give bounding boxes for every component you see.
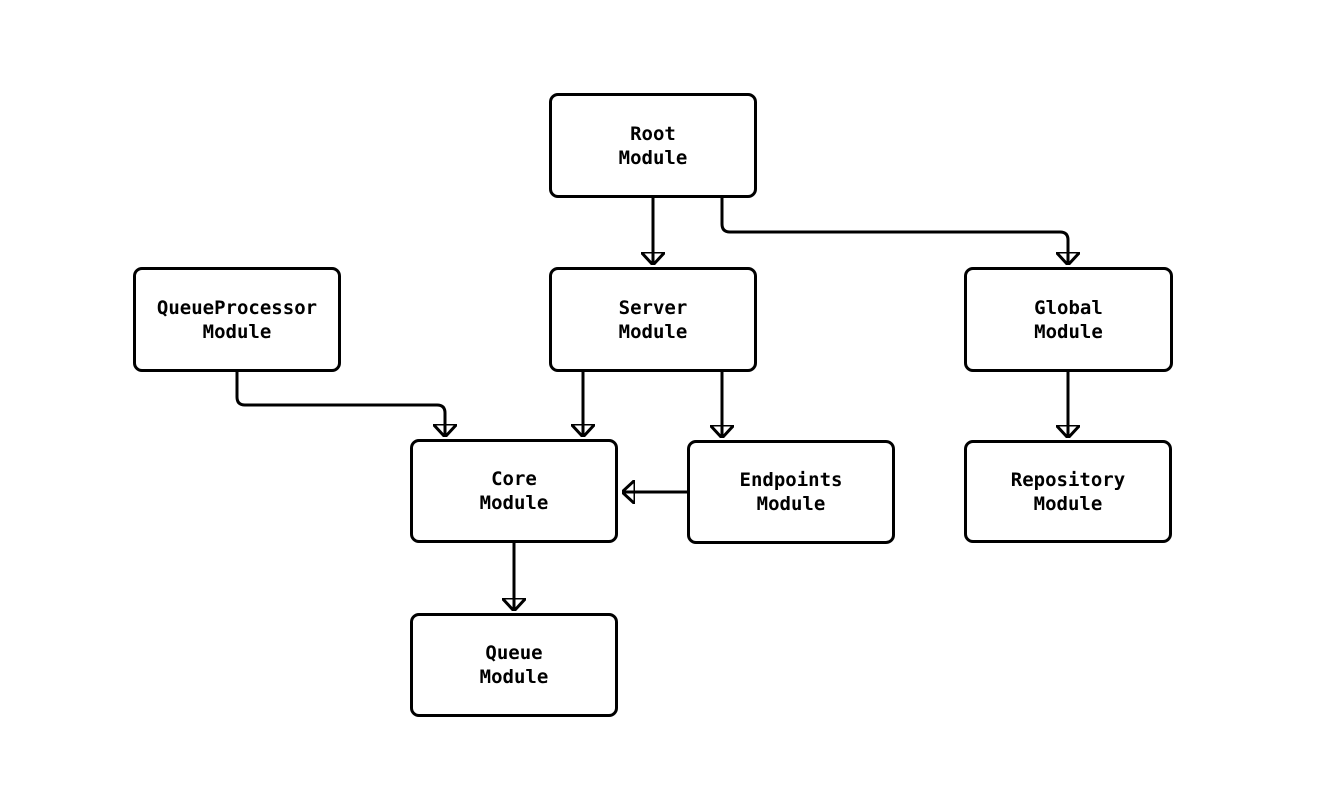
node-queue-module: Queue Module: [410, 613, 618, 717]
node-global-module-label: Global Module: [1034, 296, 1103, 343]
node-queue-module-label: Queue Module: [479, 642, 549, 688]
node-root-module-label: Root Module: [618, 122, 688, 169]
node-server-module: Server Module: [549, 267, 757, 372]
node-endpoints-module-label: Endpoints Module: [739, 469, 843, 515]
node-root-module: Root Module: [549, 93, 757, 198]
node-queueprocessor-module: QueueProcessor Module: [133, 267, 341, 372]
node-endpoints-module: Endpoints Module: [687, 440, 895, 544]
node-repository-module-label: Repository Module: [1010, 468, 1126, 515]
node-core-module: Core Module: [410, 439, 618, 543]
node-repository-module: Repository Module: [964, 440, 1172, 543]
edge-root-to-global: [720, 198, 1068, 263]
node-server-module-label: Server Module: [618, 296, 688, 343]
edge-queueprocessor-to-core: [235, 372, 445, 435]
node-queueprocessor-module-label: QueueProcessor Module: [156, 296, 318, 343]
node-global-module: Global Module: [964, 267, 1173, 372]
node-core-module-label: Core Module: [479, 468, 549, 514]
